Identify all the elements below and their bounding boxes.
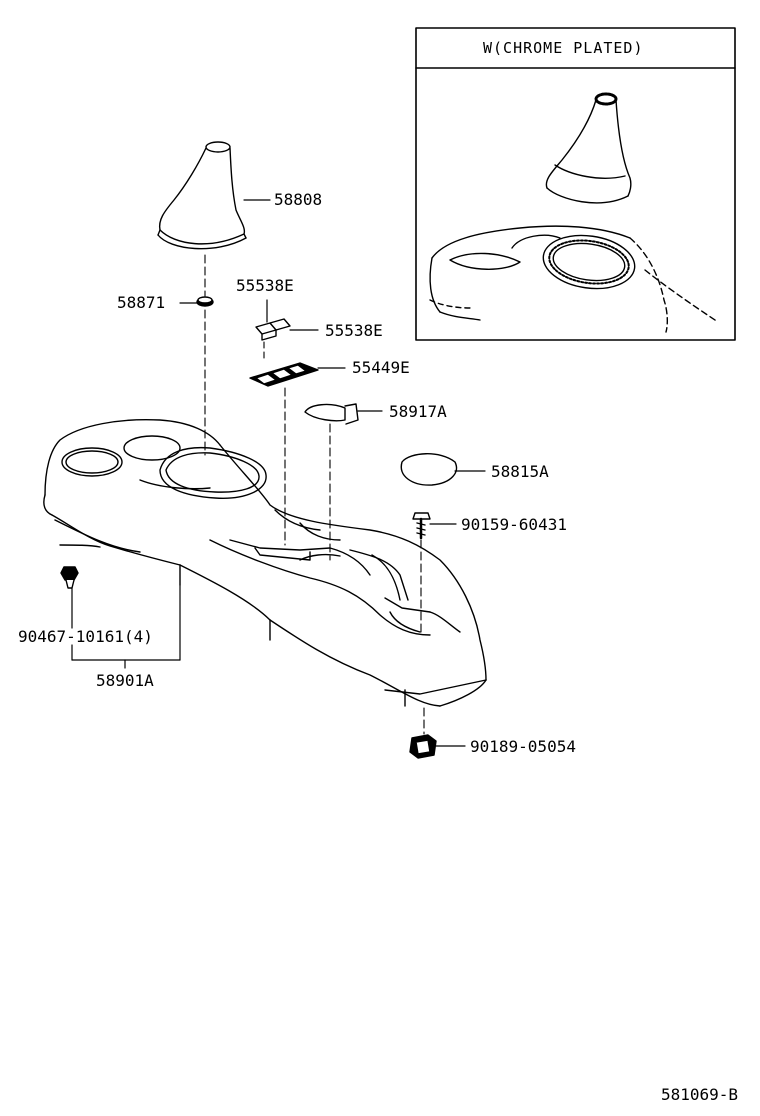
- plate-drawing: [250, 363, 345, 386]
- bracket-drawing: [305, 404, 382, 424]
- inset-console-drawing: [430, 226, 718, 332]
- inset-box: [416, 28, 735, 340]
- nut-drawing: [410, 735, 465, 758]
- console-drawing: [44, 420, 486, 706]
- label-plate: 55449E: [352, 358, 410, 377]
- drawing-number: 581069-B: [661, 1085, 739, 1104]
- label-clip-lower: 55538E: [325, 321, 383, 340]
- label-retainer: 58871: [117, 293, 166, 312]
- screw-drawing: [413, 513, 456, 538]
- label-console: 58901A: [96, 671, 154, 690]
- label-boot: 58808: [274, 190, 323, 209]
- inset-title: W(CHROME PLATED): [483, 39, 644, 57]
- label-bracket: 58917A: [389, 402, 447, 421]
- label-screw: 90159-60431: [461, 515, 567, 534]
- shift-boot-drawing: [158, 142, 270, 249]
- label-cover: 58815A: [491, 462, 549, 481]
- retainer-drawing: [180, 297, 213, 306]
- label-side-clip: 90467-10161(4): [18, 627, 153, 646]
- side-clip-drawing: [61, 567, 78, 660]
- clip-upper-drawing: [256, 300, 318, 340]
- label-nut: 90189-05054: [470, 737, 576, 756]
- cover-drawing: [401, 454, 485, 485]
- label-clip-upper: 55538E: [236, 276, 294, 295]
- inset-boot-drawing: [546, 94, 630, 203]
